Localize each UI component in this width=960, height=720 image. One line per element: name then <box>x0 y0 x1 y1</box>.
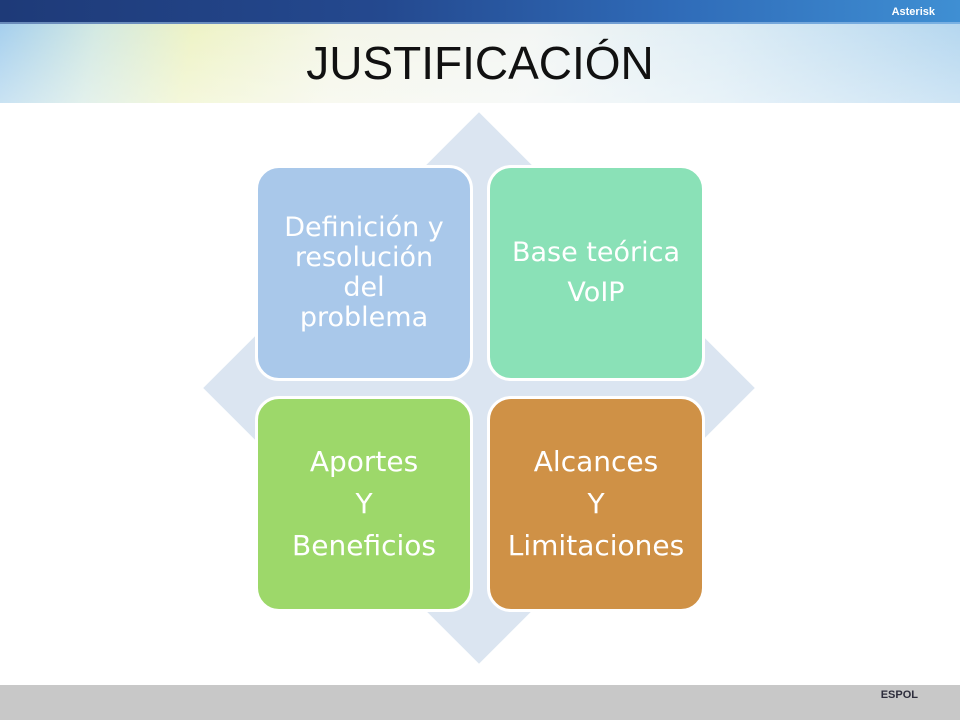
quadrant-text-line: Alcances <box>533 445 659 478</box>
quadrant-text-line: resolución <box>294 242 434 273</box>
header-brand: Asterisk <box>891 6 935 18</box>
title-band: JUSTIFICACIÓN <box>0 24 960 103</box>
quadrant-definicion: Definición y resolución del problema <box>255 165 473 381</box>
top-bar: Asterisk <box>0 0 960 24</box>
footer-bar: ESPOL <box>0 685 960 720</box>
quadrant-text-line: Definición y <box>284 212 444 243</box>
quadrant-text-line: Limitaciones <box>507 529 685 562</box>
quadrant-text-line: Aportes <box>309 445 419 478</box>
slide-title: JUSTIFICACIÓN <box>306 37 654 89</box>
quadrant-text-line: Y <box>355 487 373 520</box>
quadrant-base-teorica: Base teórica VoIP <box>487 165 705 381</box>
quadrant-text-line: del <box>343 272 385 303</box>
quadrant-text-line: Base teórica <box>511 237 681 268</box>
quadrant-text-line: Y <box>587 487 605 520</box>
quadrant-text-line: problema <box>299 302 429 333</box>
footer-brand: ESPOL <box>880 689 918 701</box>
quadrant-alcances: Alcances Y Limitaciones <box>487 396 705 612</box>
quadrant-text-line: VoIP <box>567 277 625 308</box>
quadrant-text-line: Beneficios <box>292 529 436 562</box>
quadrant-aportes: Aportes Y Beneficios <box>255 396 473 612</box>
